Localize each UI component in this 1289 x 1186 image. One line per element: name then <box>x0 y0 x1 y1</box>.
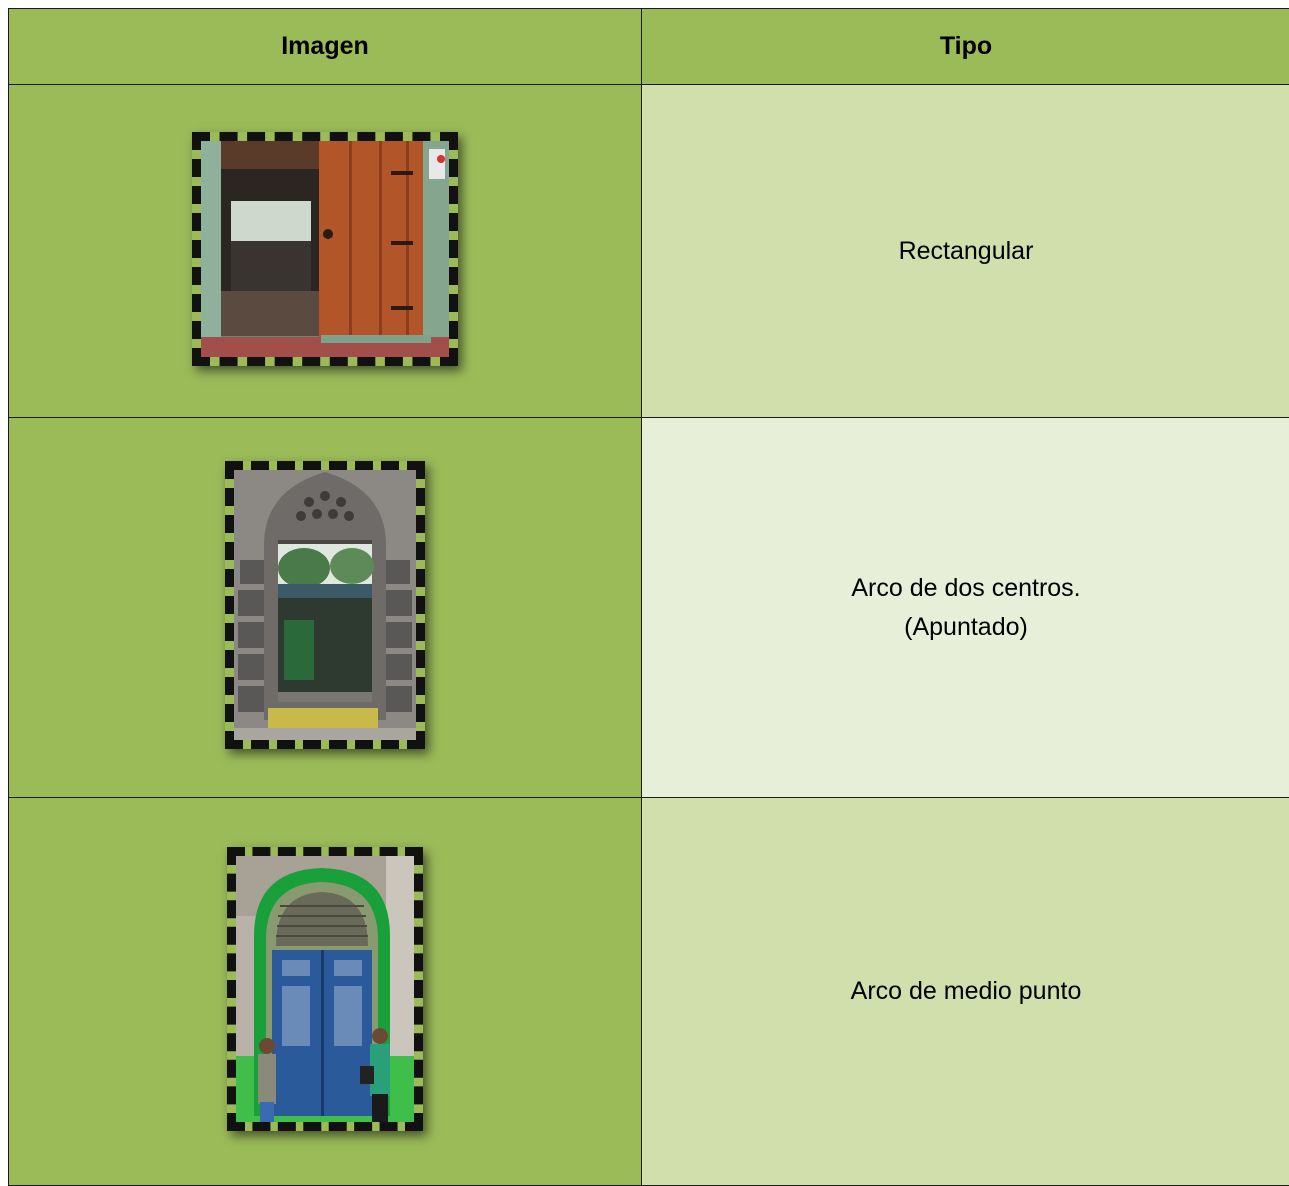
door-types-table: Imagen Tipo <box>8 8 1289 1186</box>
table-row: Arco de dos centros. (Apuntado) <box>9 418 1289 798</box>
door-rectangular-photo <box>192 132 458 366</box>
type-cell: Rectangular <box>642 85 1289 418</box>
type-label-sub: (Apuntado) <box>642 608 1289 647</box>
door-round-arch-photo <box>227 847 423 1131</box>
type-label: Rectangular <box>642 232 1289 271</box>
type-label: Arco de dos centros. <box>642 569 1289 608</box>
type-label: Arco de medio punto <box>642 972 1289 1011</box>
image-cell <box>9 418 642 798</box>
header-row: Imagen Tipo <box>9 9 1289 85</box>
image-cell <box>9 798 642 1186</box>
header-tipo: Tipo <box>642 9 1289 85</box>
table-row: Arco de medio punto <box>9 798 1289 1186</box>
door-pointed-arch-photo <box>225 461 425 749</box>
type-cell: Arco de dos centros. (Apuntado) <box>642 418 1289 798</box>
header-imagen: Imagen <box>9 9 642 85</box>
table-row: Rectangular <box>9 85 1289 418</box>
type-cell: Arco de medio punto <box>642 798 1289 1186</box>
image-cell <box>9 85 642 418</box>
